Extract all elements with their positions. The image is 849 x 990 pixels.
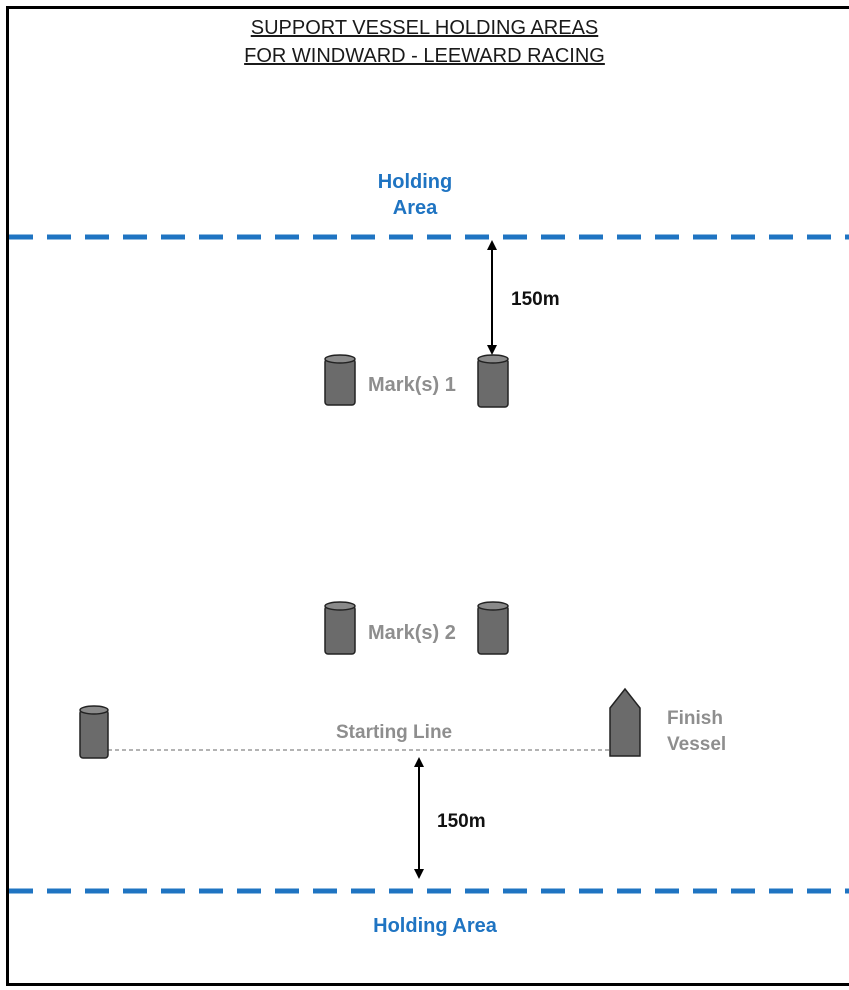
bottom-distance-label: 150m bbox=[437, 811, 486, 832]
diagram-frame bbox=[6, 6, 849, 986]
mark-1-right-buoy bbox=[477, 354, 509, 408]
mark-1-left-buoy bbox=[324, 354, 356, 406]
top-holding-line1-text: Holding bbox=[377, 171, 453, 193]
starting-line-label: Starting Line bbox=[336, 722, 453, 743]
title-line-1: SUPPORT VESSEL HOLDING AREAS bbox=[250, 17, 599, 39]
start-pin-buoy bbox=[79, 705, 109, 759]
top-holding-line2-text: Area bbox=[392, 197, 438, 219]
top-holding-area-label: Holding Area bbox=[360, 169, 470, 221]
bottom-holding-area-label: Holding Area bbox=[373, 915, 497, 937]
finish-vessel-line2-text: Vessel bbox=[667, 734, 727, 755]
top-distance-label: 150m bbox=[511, 289, 560, 310]
mark-2-right-buoy bbox=[477, 601, 509, 655]
mark-2-left-buoy bbox=[324, 601, 356, 655]
mark-1-label: Mark(s) 1 bbox=[368, 374, 456, 396]
finish-vessel-label: Finish Vessel bbox=[667, 706, 726, 758]
finish-vessel-line1-text: Finish bbox=[667, 708, 723, 729]
finish-vessel-shape bbox=[609, 687, 641, 757]
title-line-2: FOR WINDWARD - LEEWARD RACING bbox=[244, 45, 605, 67]
mark-2-label: Mark(s) 2 bbox=[368, 622, 456, 644]
